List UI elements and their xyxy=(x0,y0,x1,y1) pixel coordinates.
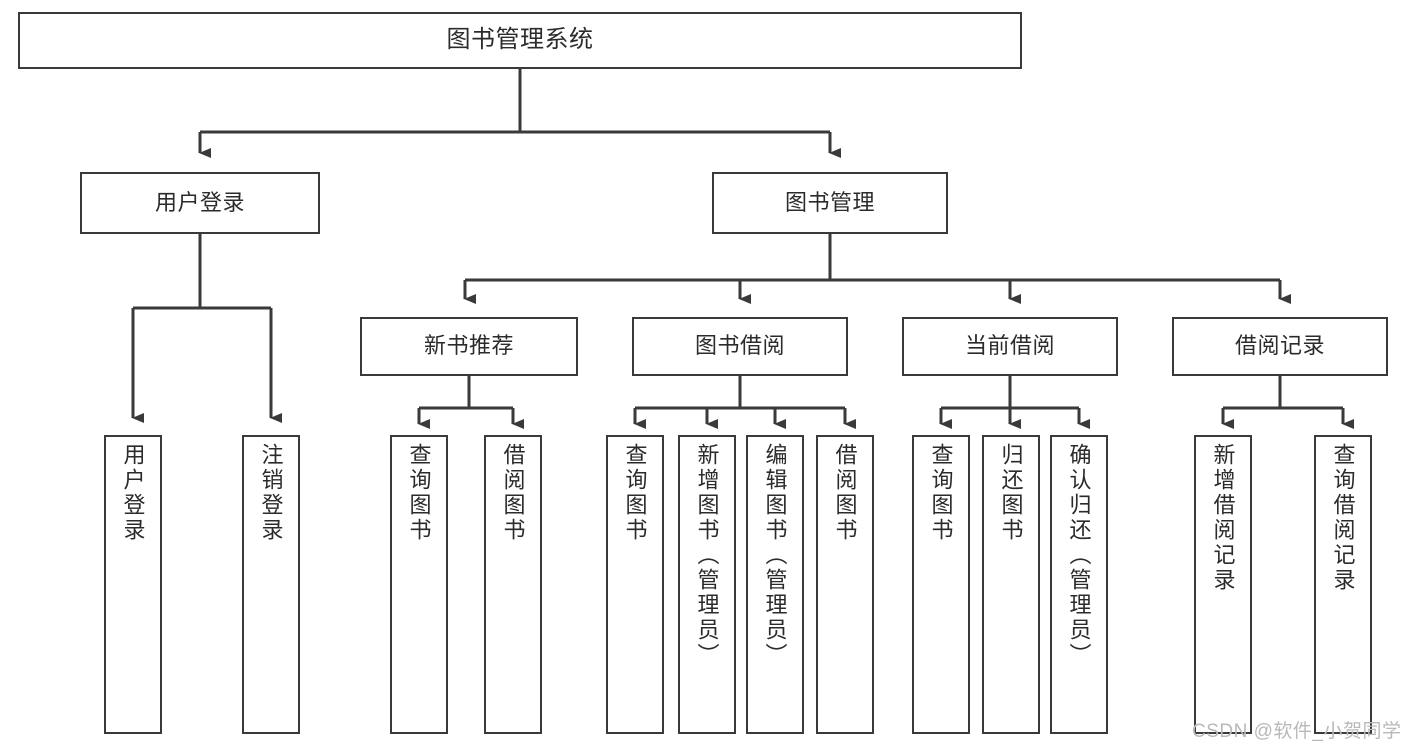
leaf-user-login[interactable]: 用户登录 xyxy=(104,435,162,734)
leaf-query-book-3[interactable]: 查询图书 xyxy=(912,435,970,734)
leaf-confirm-return-label: 确认归还（管理员） xyxy=(1066,443,1092,668)
node-current-borrow[interactable]: 当前借阅 xyxy=(902,317,1118,376)
leaf-borrow-book-2[interactable]: 借阅图书 xyxy=(816,435,874,734)
node-book-borrow[interactable]: 图书借阅 xyxy=(632,317,848,376)
leaf-add-record[interactable]: 新增借阅记录 xyxy=(1194,435,1252,734)
node-root-system[interactable]: 图书管理系统 xyxy=(18,12,1022,69)
leaf-confirm-return[interactable]: 确认归还（管理员） xyxy=(1050,435,1108,734)
leaf-add-book-label: 新增图书（管理员） xyxy=(694,443,720,668)
leaf-query-record-label: 查询借阅记录 xyxy=(1330,443,1356,593)
node-book-management[interactable]: 图书管理 xyxy=(712,172,948,234)
node-user-login-label: 用户登录 xyxy=(154,189,245,215)
node-current-borrow-label: 当前借阅 xyxy=(964,333,1055,359)
node-new-book-recommend-label: 新书推荐 xyxy=(423,333,514,359)
leaf-query-record[interactable]: 查询借阅记录 xyxy=(1314,435,1372,734)
leaf-borrow-book-1-label: 借阅图书 xyxy=(500,443,526,543)
leaf-add-record-label: 新增借阅记录 xyxy=(1210,443,1236,593)
node-user-login[interactable]: 用户登录 xyxy=(80,172,320,234)
leaf-return-book-label: 归还图书 xyxy=(998,443,1024,543)
leaf-return-book[interactable]: 归还图书 xyxy=(982,435,1040,734)
leaf-user-login-label: 用户登录 xyxy=(120,443,146,543)
leaf-query-book-1[interactable]: 查询图书 xyxy=(390,435,448,734)
leaf-query-book-2-label: 查询图书 xyxy=(622,443,648,543)
leaf-add-book[interactable]: 新增图书（管理员） xyxy=(678,435,736,734)
node-root-system-label: 图书管理系统 xyxy=(446,26,594,54)
leaf-query-book-1-label: 查询图书 xyxy=(406,443,432,543)
leaf-logout-login[interactable]: 注销登录 xyxy=(242,435,300,734)
leaf-query-book-2[interactable]: 查询图书 xyxy=(606,435,664,734)
leaf-logout-login-label: 注销登录 xyxy=(258,443,284,543)
node-new-book-recommend[interactable]: 新书推荐 xyxy=(360,317,578,376)
leaf-edit-book-label: 编辑图书（管理员） xyxy=(762,443,788,668)
leaf-borrow-book-2-label: 借阅图书 xyxy=(832,443,858,543)
node-borrow-record-label: 借阅记录 xyxy=(1234,333,1325,359)
node-book-management-label: 图书管理 xyxy=(784,189,875,215)
leaf-borrow-book-1[interactable]: 借阅图书 xyxy=(484,435,542,734)
csdn-watermark: CSDN @软件_小贺同学 xyxy=(1192,721,1402,742)
node-book-borrow-label: 图书借阅 xyxy=(694,333,785,359)
leaf-query-book-3-label: 查询图书 xyxy=(928,443,954,543)
node-borrow-record[interactable]: 借阅记录 xyxy=(1172,317,1388,376)
leaf-edit-book[interactable]: 编辑图书（管理员） xyxy=(746,435,804,734)
